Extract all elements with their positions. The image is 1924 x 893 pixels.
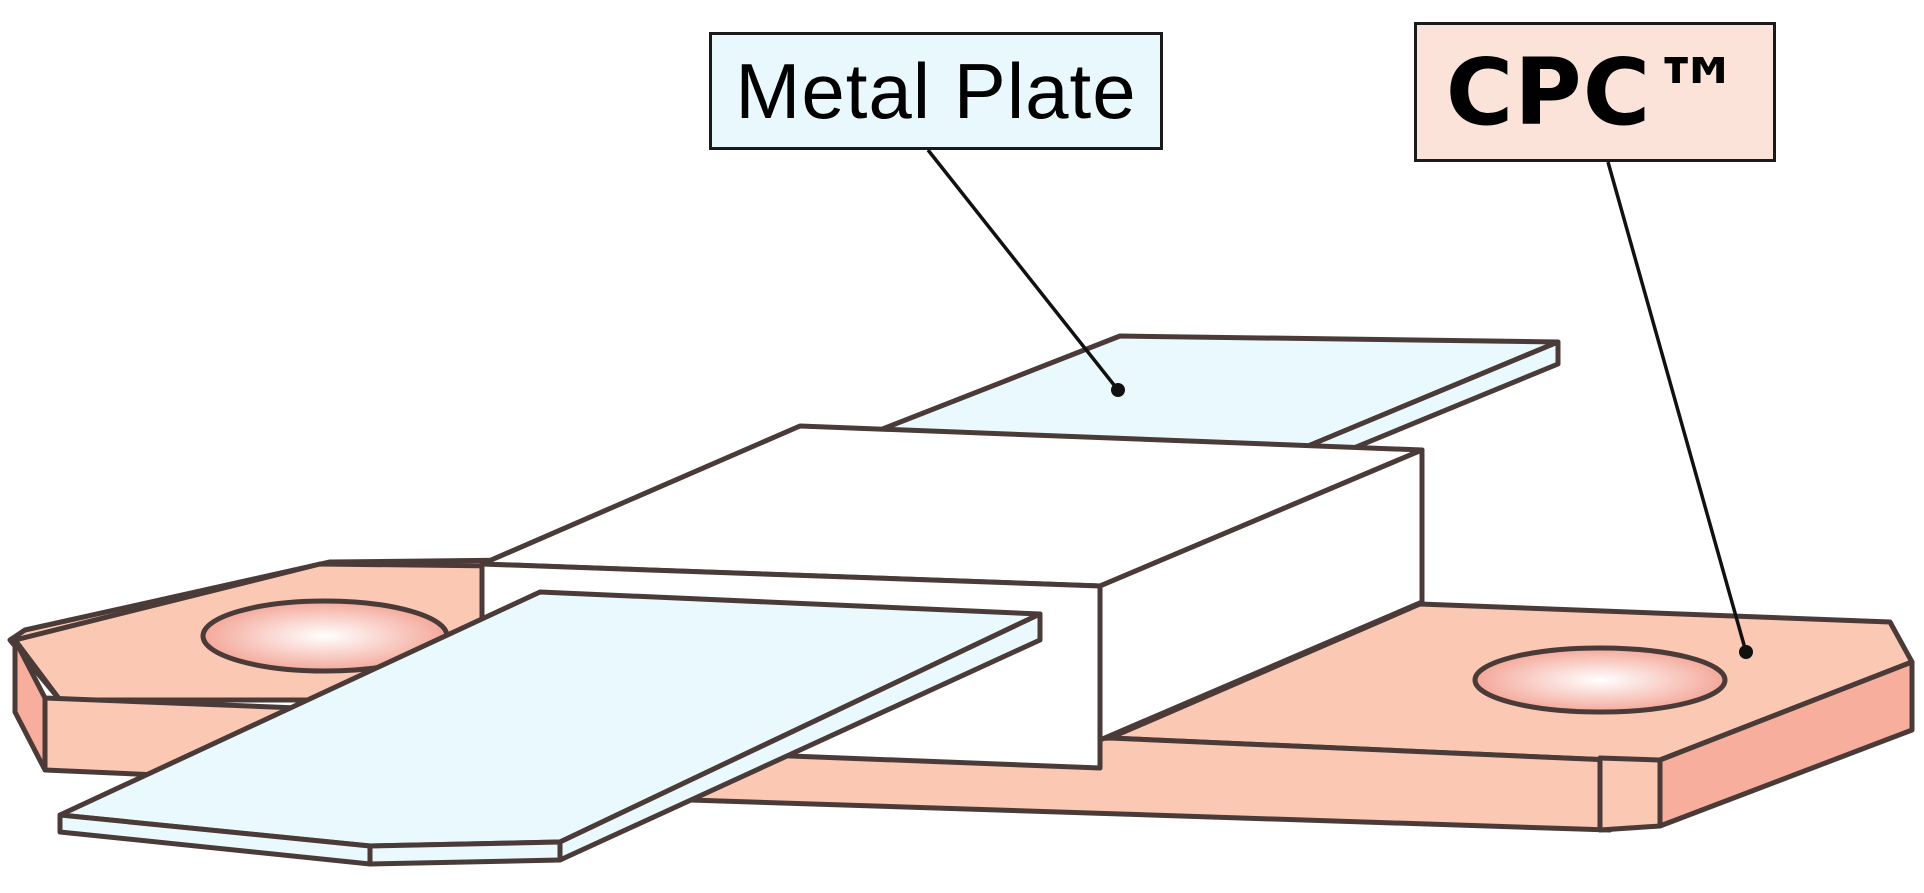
metal-plate-leader-line	[926, 148, 1120, 392]
cpc-right-hole	[1472, 645, 1728, 715]
metal-plate-leader-dot	[1111, 383, 1125, 397]
cpc-right-front-corner	[1597, 755, 1663, 833]
cpc-leader-line	[1606, 161, 1748, 653]
cpc-label: CPC™	[1414, 22, 1776, 162]
metal-plate-label: Metal Plate	[709, 32, 1163, 150]
metal-plate-front-edge-3	[557, 611, 1043, 863]
metal-plate-front-edge-2	[367, 839, 563, 867]
cpc-right-side	[1657, 659, 1915, 829]
cpc-leader-dot	[1739, 645, 1753, 659]
metal-plate-front	[57, 589, 1043, 867]
